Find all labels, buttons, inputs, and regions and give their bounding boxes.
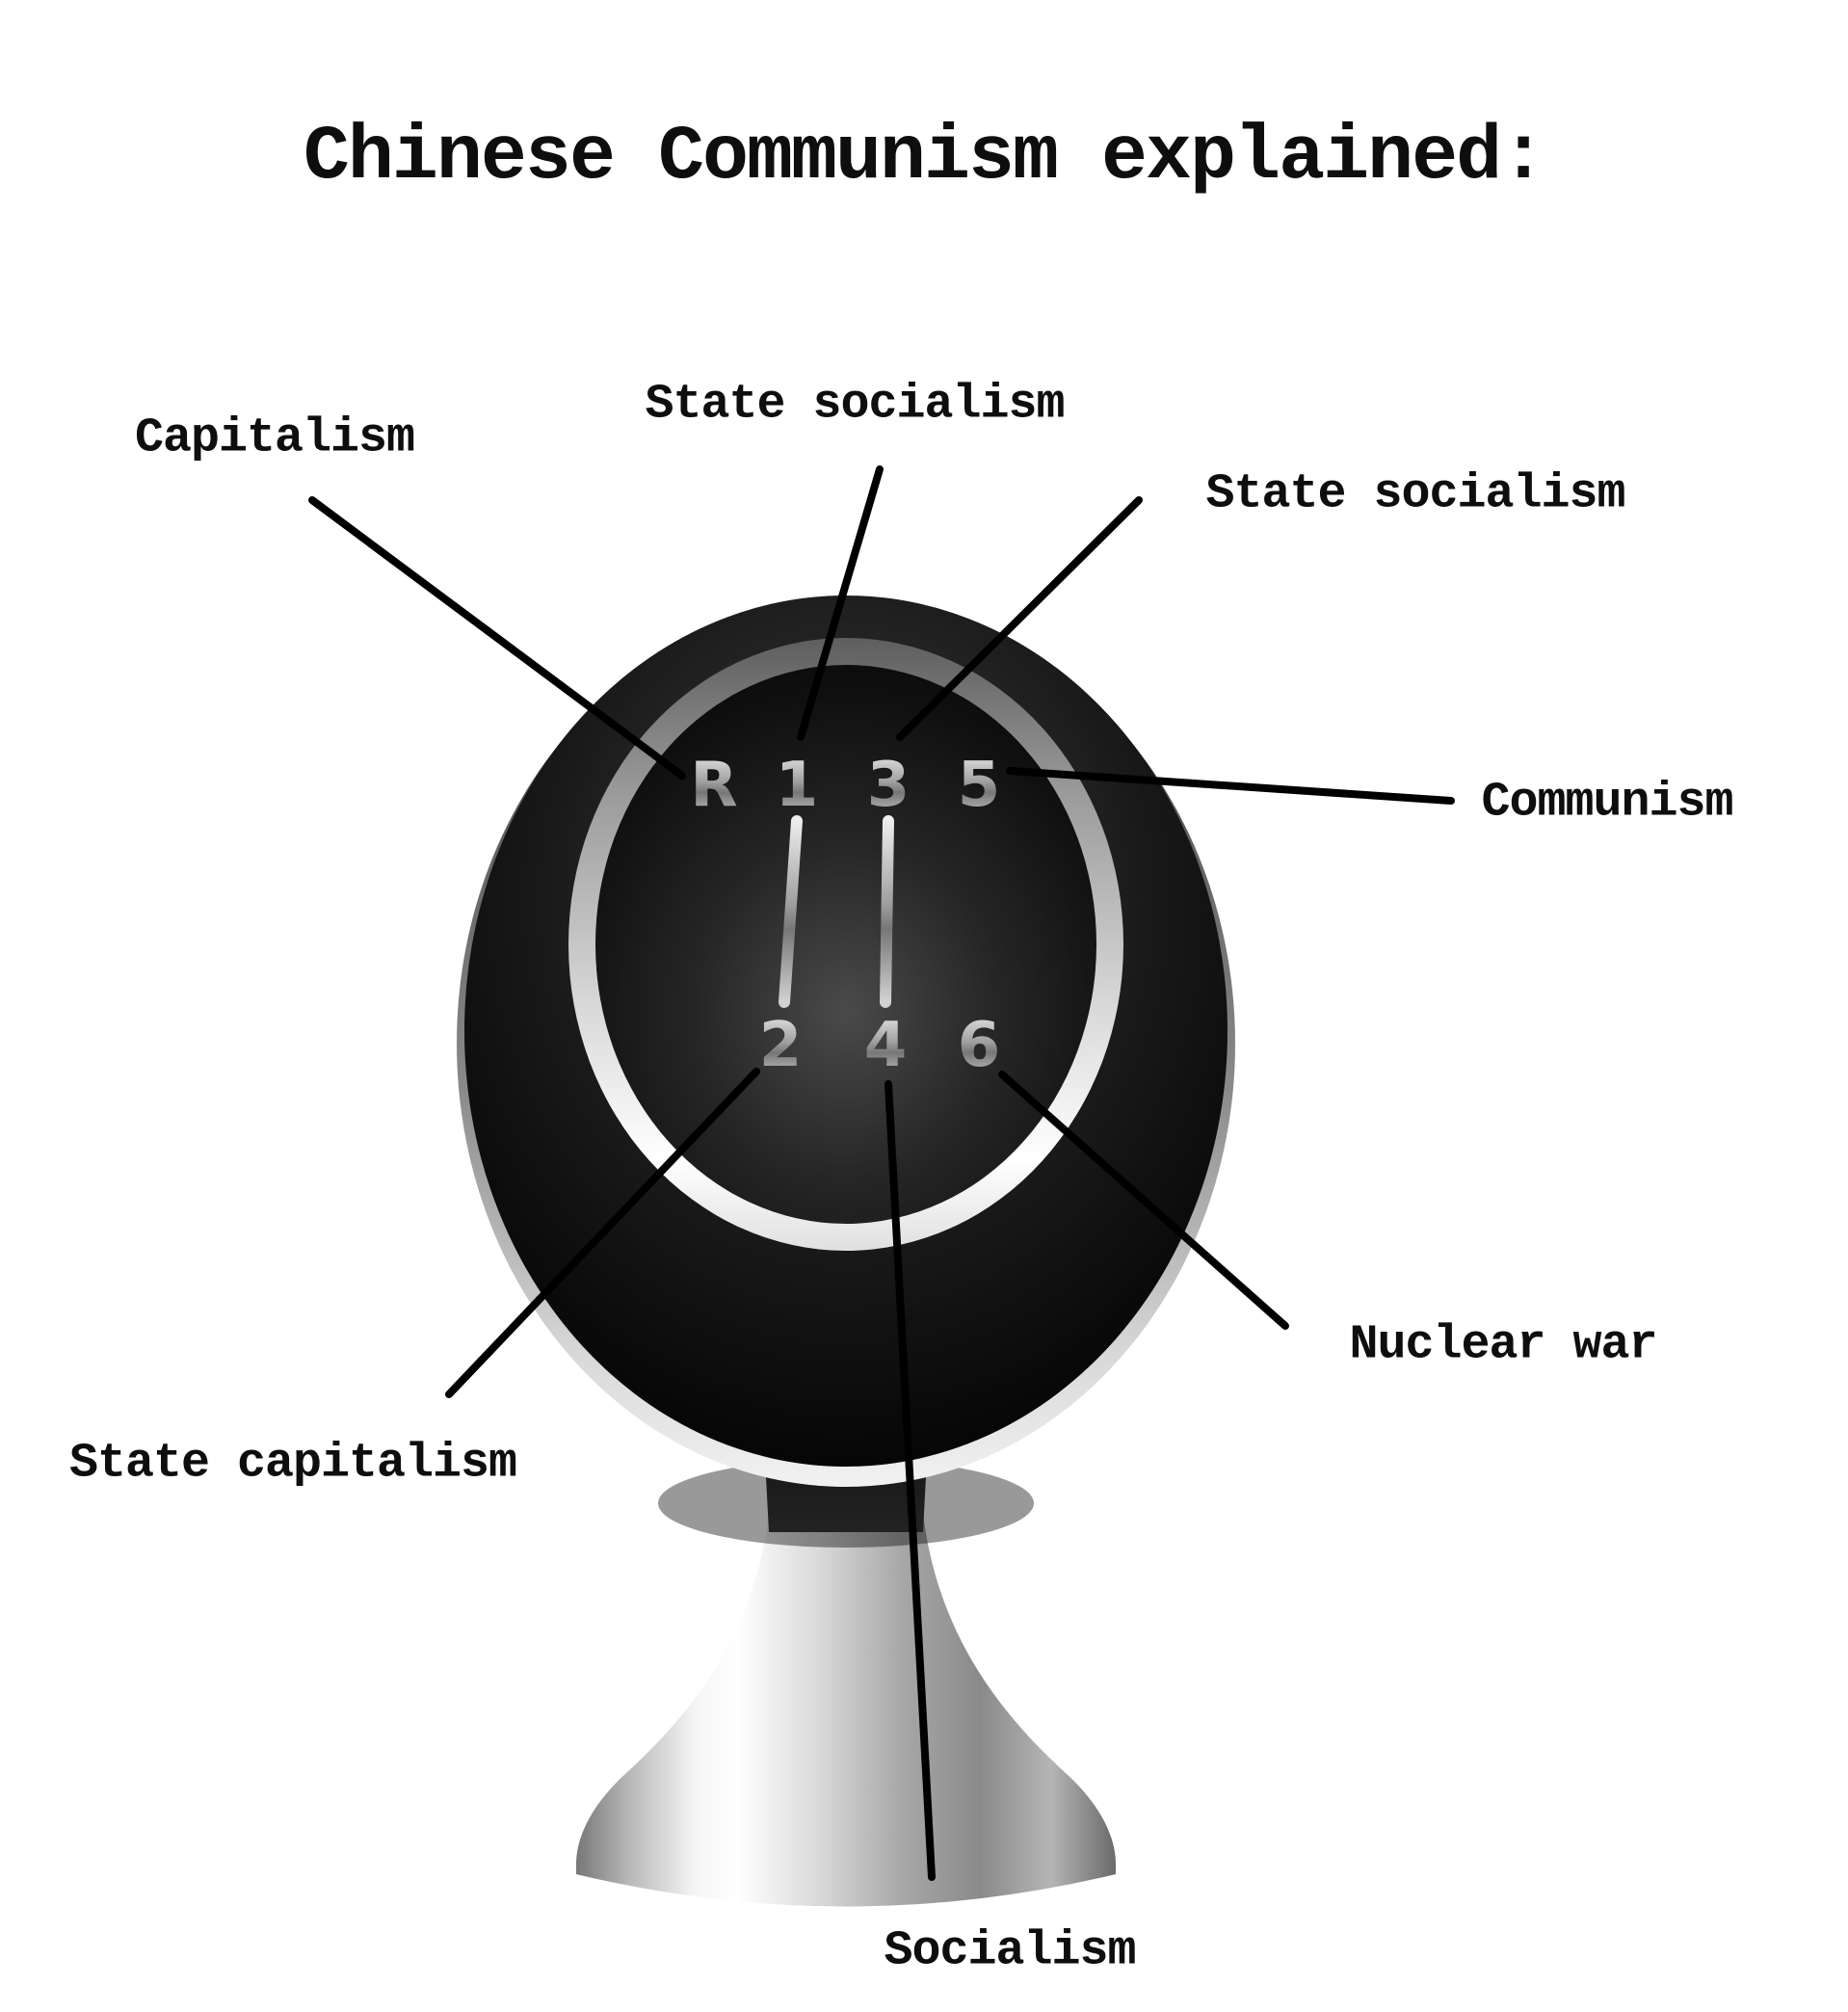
label-socialism: Socialism: [884, 1923, 1136, 1979]
annotation-line-socialism: [884, 1080, 936, 1881]
label-nuclear-war: Nuclear war: [1349, 1317, 1657, 1373]
shift-pattern-lines: [779, 815, 990, 1008]
label-state-socialism-3: State socialism: [1205, 466, 1625, 522]
label-state-capitalism: State capitalism: [68, 1436, 517, 1492]
annotation-line-communism: [1006, 767, 1455, 805]
shifter-base-bell: [576, 1465, 1116, 1907]
gear-position-1: 1: [776, 750, 819, 821]
gear-position-3: 3: [867, 750, 911, 821]
annotation-line-capitalism: [308, 496, 686, 780]
label-communism: Communism: [1481, 775, 1733, 831]
label-state-socialism-1: State socialism: [645, 377, 1065, 433]
gear-position-r: R: [690, 750, 737, 821]
label-capitalism: Capitalism: [134, 410, 415, 466]
knob-top-face: [595, 665, 1096, 1224]
annotation-line-state-socialism-1: [797, 465, 884, 741]
knob-shadow: [658, 1459, 1034, 1548]
annotation-line-nuclear-war: [998, 1071, 1289, 1330]
page-title: Chinese Communism explained:: [303, 114, 1546, 201]
gear-position-2: 2: [759, 1010, 803, 1081]
annotation-line-state-socialism-3: [896, 496, 1143, 741]
annotation-line-state-capitalism: [445, 1068, 760, 1398]
gear-position-4: 4: [864, 1010, 908, 1081]
gear-position-6: 6: [958, 1010, 1001, 1081]
gear-position-5: 5: [958, 750, 1001, 821]
